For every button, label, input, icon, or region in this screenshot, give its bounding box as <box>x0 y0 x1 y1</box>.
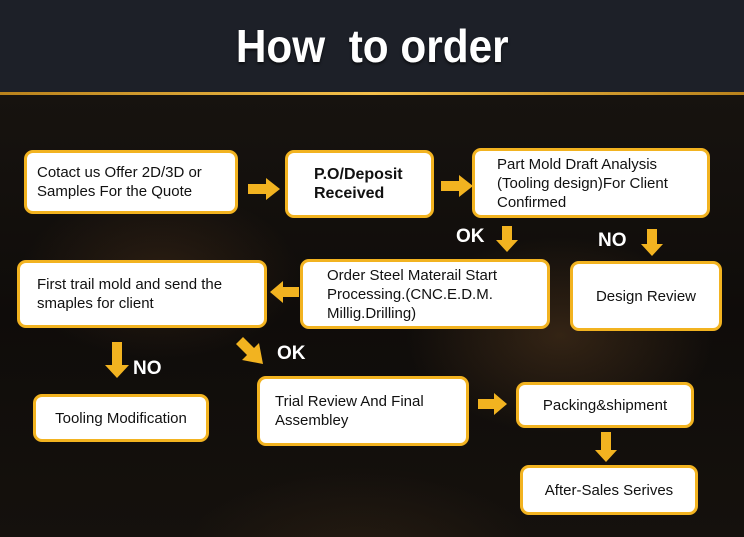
step-after-sales: After-Sales Serives <box>520 465 698 515</box>
no-label: NO <box>133 358 162 379</box>
header-bar: How to order <box>0 0 744 92</box>
step-contact: Cotact us Offer 2D/3D or Samples For the… <box>24 150 238 214</box>
arrow-diagonal-icon <box>236 337 263 364</box>
arrow-right-icon <box>478 393 507 415</box>
ok-label: OK <box>456 226 485 247</box>
step-first-trail: First trail mold and send the smaples fo… <box>17 260 267 328</box>
step-design-review: Design Review <box>570 261 722 331</box>
arrow-down-icon <box>595 432 617 462</box>
step-po-deposit: P.O/Deposit Received <box>285 150 434 218</box>
ok-label: OK <box>277 343 306 364</box>
arrow-down-icon <box>496 226 518 252</box>
step-order-steel: Order Steel Materail Start Processing.(C… <box>300 259 550 329</box>
step-packing-shipment: Packing&shipment <box>516 382 694 428</box>
arrow-right-icon <box>441 175 473 197</box>
header-divider <box>0 92 744 95</box>
arrow-left-icon <box>270 281 299 303</box>
step-mold-analysis: Part Mold Draft Analysis (Tooling design… <box>472 148 710 218</box>
step-tooling-modification: Tooling Modification <box>33 394 209 442</box>
arrow-down-icon <box>641 229 663 256</box>
no-label: NO <box>598 230 627 251</box>
arrow-right-icon <box>248 178 280 200</box>
step-trial-review: Trial Review And Final Assembley <box>257 376 469 446</box>
page-title: How to order <box>235 20 509 72</box>
arrow-down-icon <box>105 342 129 378</box>
